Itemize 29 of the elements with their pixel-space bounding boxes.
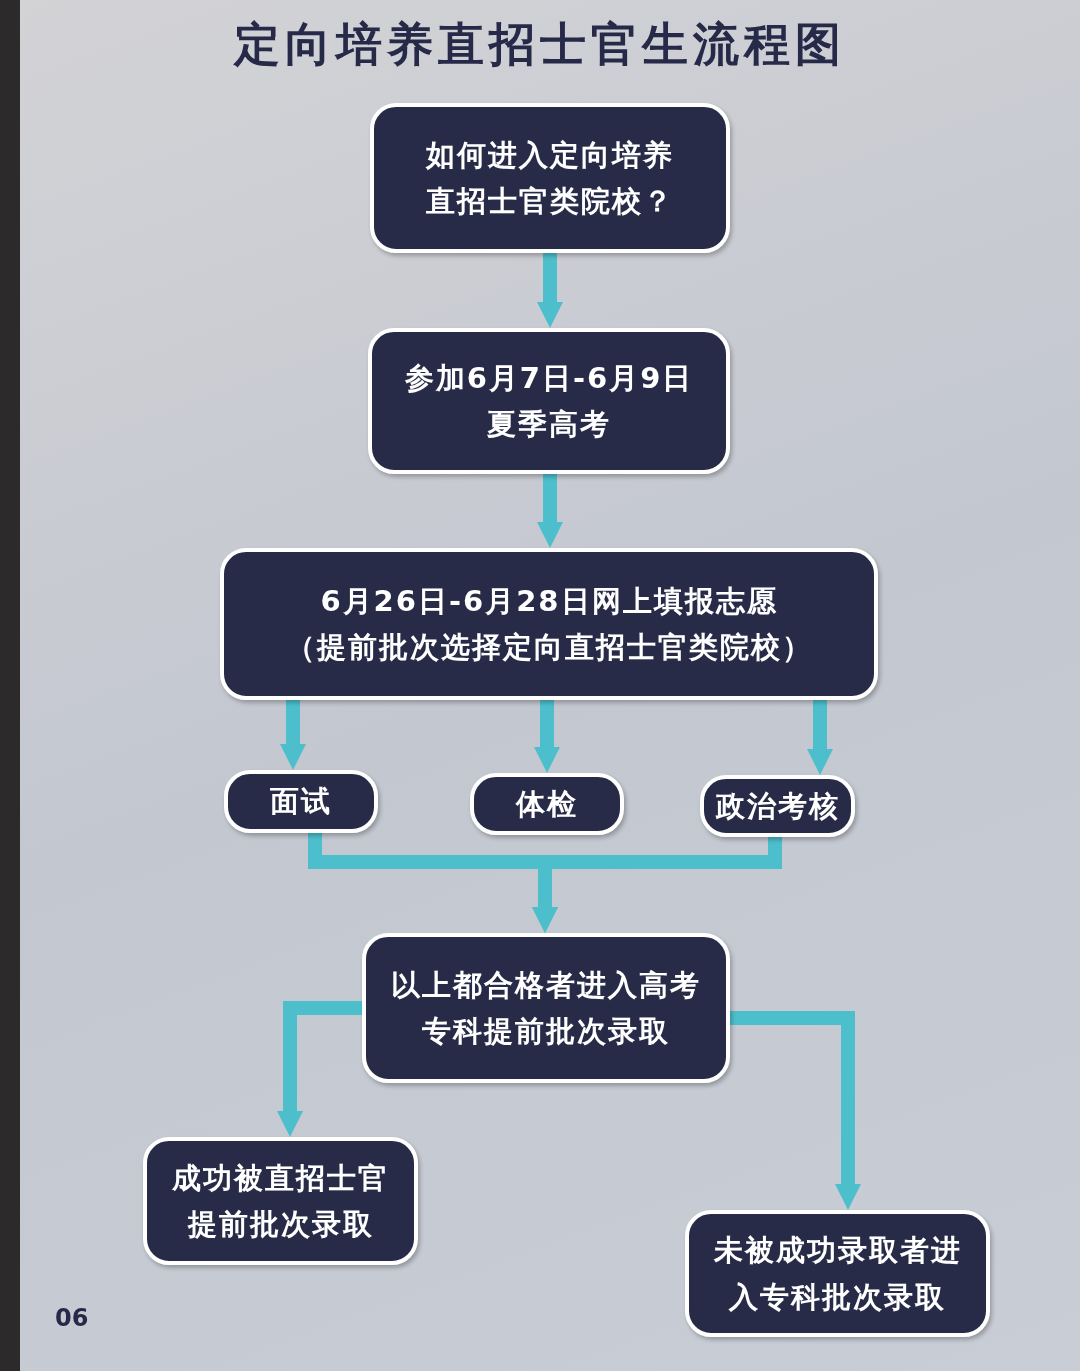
process-box bbox=[362, 933, 730, 1083]
box-text: 参加6月7日-6月9日夏季高考 bbox=[403, 359, 695, 443]
process-box bbox=[470, 773, 624, 835]
process-box bbox=[370, 103, 730, 253]
process-box bbox=[220, 548, 878, 700]
process-box bbox=[224, 770, 378, 833]
arrow bbox=[532, 837, 782, 933]
arrow bbox=[534, 700, 560, 773]
box-text: 成功被直招士官提前批次录取 bbox=[171, 1159, 390, 1243]
arrow bbox=[537, 474, 563, 548]
box-text: （提前批次选择定向直招士官类院校） bbox=[284, 629, 814, 666]
arrow bbox=[277, 1001, 362, 1137]
arrow bbox=[537, 253, 563, 328]
box-text: 6月26日-6月28日网上填报志愿 bbox=[319, 582, 779, 620]
arrow bbox=[807, 700, 833, 775]
process-box bbox=[685, 1210, 990, 1337]
box-text: 未被成功录取者进入专科批次录取 bbox=[712, 1232, 963, 1316]
box-text: 面试 bbox=[269, 783, 333, 821]
box-text: 如何进入定向培养直招士官类院校？ bbox=[424, 136, 675, 220]
box-text: 以上都合格者进入高考专科提前批次录取 bbox=[390, 966, 702, 1050]
process-box bbox=[368, 328, 730, 474]
process-box bbox=[700, 775, 855, 837]
box-text: 体检 bbox=[514, 785, 579, 823]
page-number: 06 bbox=[55, 1304, 89, 1332]
arrow bbox=[280, 700, 306, 770]
arrow bbox=[730, 1011, 861, 1210]
box-text: 政治考核 bbox=[714, 787, 841, 825]
title: 定向培养直招士官生流程图 bbox=[232, 16, 847, 73]
process-box bbox=[143, 1137, 418, 1265]
